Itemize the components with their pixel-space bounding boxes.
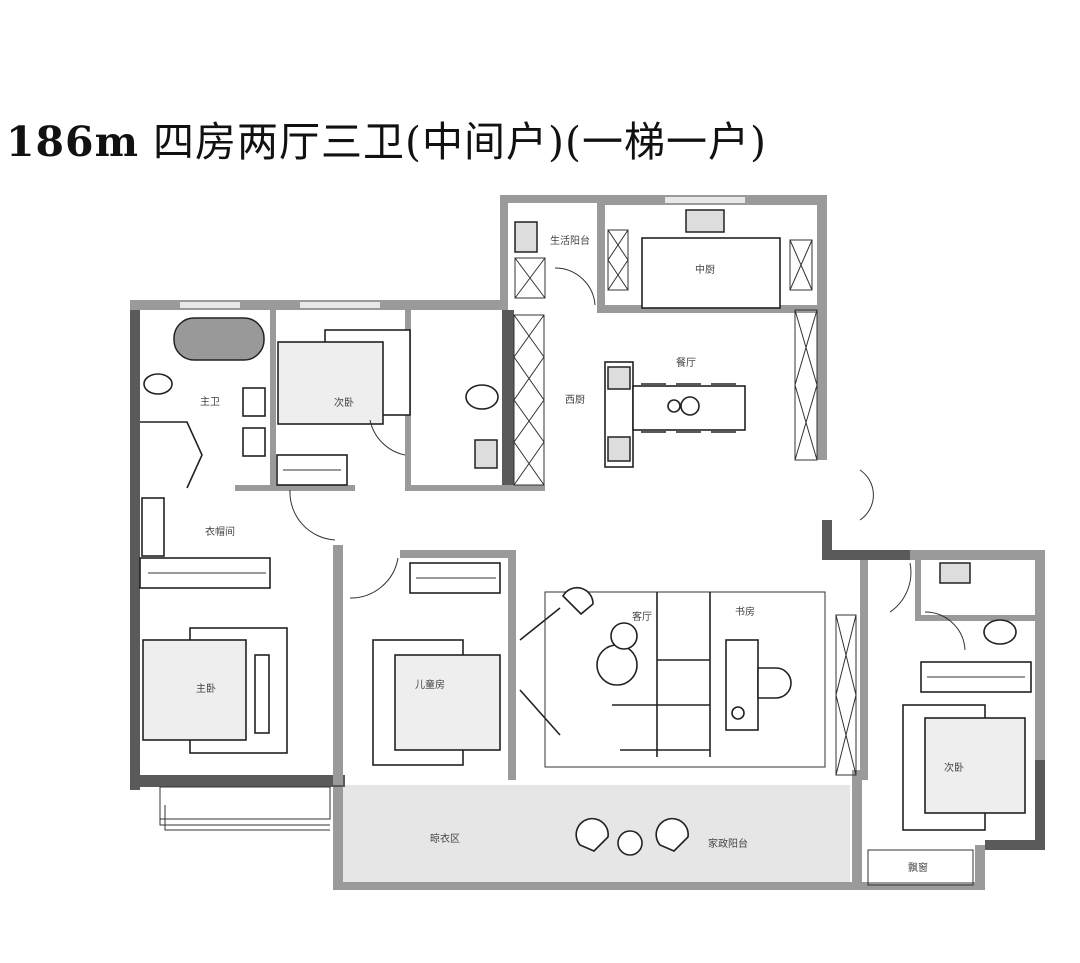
label-living-room: 客厅 <box>632 610 652 623</box>
interior-walls <box>235 205 1035 785</box>
guest-bath-fixtures <box>465 384 499 469</box>
east-bath-fixtures <box>939 562 1017 645</box>
beds <box>142 329 1026 831</box>
label-study: 书房 <box>735 605 755 618</box>
living-study-furniture <box>519 586 826 768</box>
kitchen-fixtures <box>514 209 781 309</box>
wardrobes <box>139 454 1032 693</box>
room-labels: 生活阳台 中厨 餐厅 西厨 主卫 次卧 衣帽间 主卧 儿童房 客厅 书房 次卧 … <box>196 234 964 874</box>
master-bath-fixtures <box>140 317 266 489</box>
unit-area: 186m <box>6 118 139 166</box>
doors <box>289 267 966 651</box>
label-walk-in-closet: 衣帽间 <box>205 525 235 538</box>
tall-cabinets <box>513 229 857 776</box>
exterior-walls <box>130 195 1045 890</box>
label-chinese-kitchen: 中厨 <box>695 263 715 276</box>
unit-description: 四房两厅三卫(中间户)(一梯一户) <box>153 118 767 166</box>
label-kids-room: 儿童房 <box>415 678 445 691</box>
label-second-bedroom-east: 次卧 <box>944 761 964 774</box>
label-bay-window: 飘窗 <box>908 861 928 874</box>
bay-window-ledges <box>159 786 974 886</box>
label-master-bedroom: 主卧 <box>196 682 216 695</box>
balcony-furniture <box>575 817 689 856</box>
label-western-kitchen: 西厨 <box>565 394 585 406</box>
floorplan-title: 186m 四房两厅三卫(中间户)(一梯一户) <box>6 108 767 168</box>
label-utility-balcony: 生活阳台 <box>550 234 590 247</box>
label-master-bath: 主卫 <box>200 396 220 408</box>
label-laundry-area: 晾衣区 <box>430 832 460 845</box>
label-second-bedroom-north: 次卧 <box>334 396 354 409</box>
dining-set <box>604 361 746 468</box>
label-family-balcony: 家政阳台 <box>708 837 748 850</box>
label-dining-room: 餐厅 <box>676 356 696 369</box>
